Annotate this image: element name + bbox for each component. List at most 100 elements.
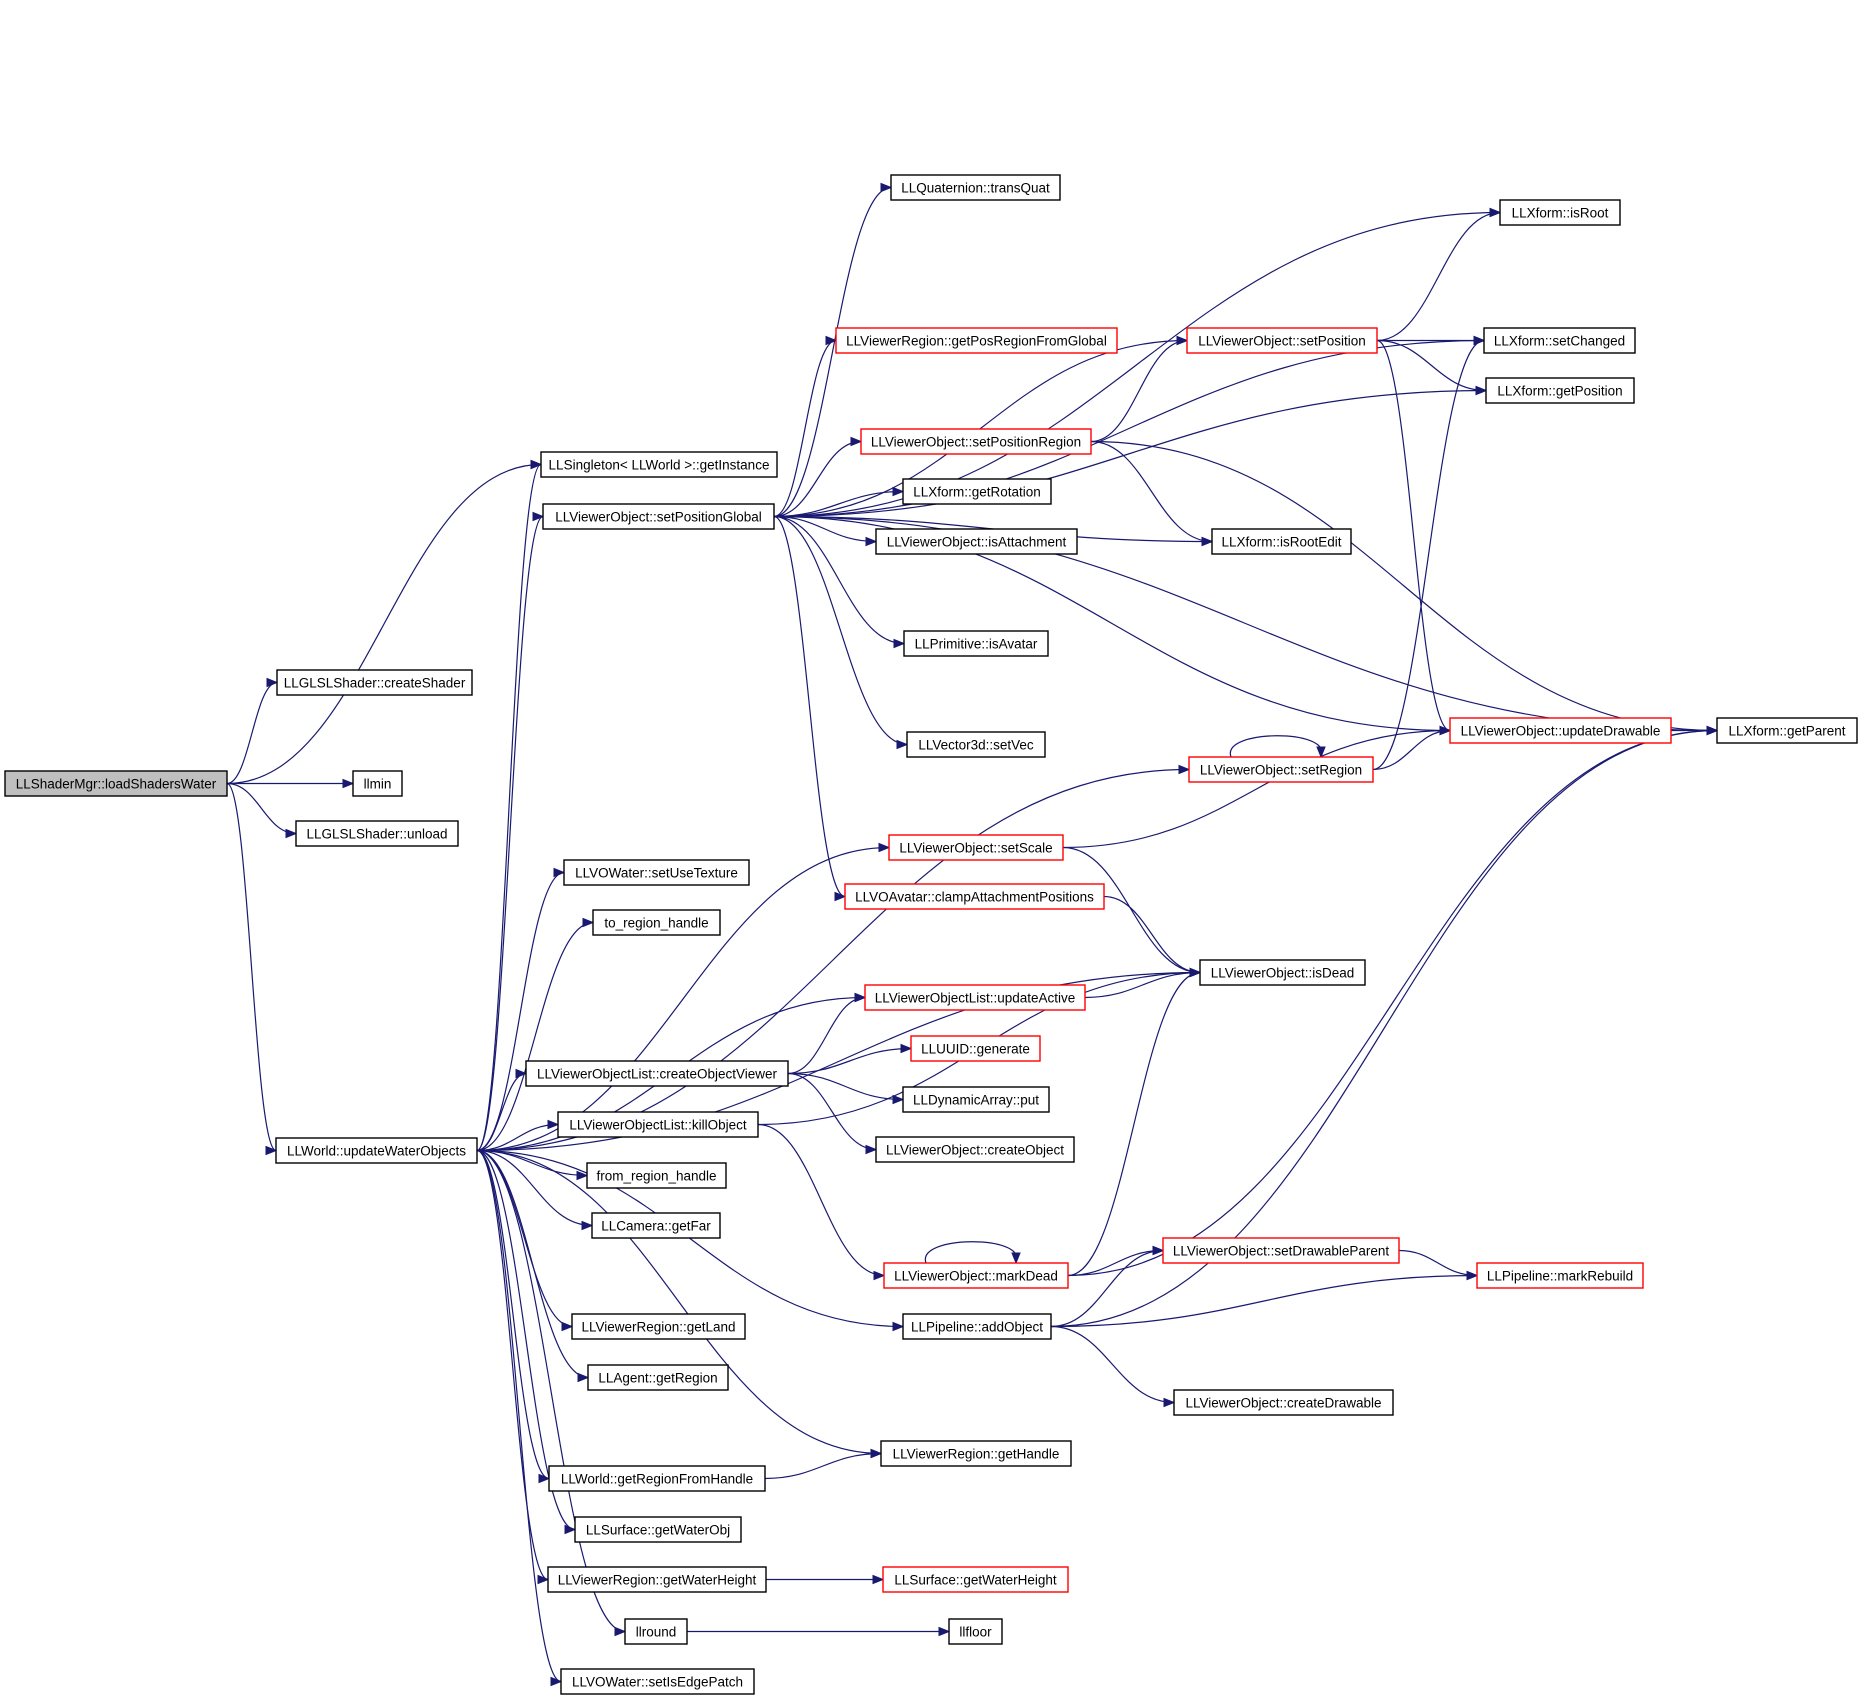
edge-set-position-global-to-trans-quat (773, 186, 892, 518)
node-surface-get-water-height[interactable]: LLSurface::getWaterHeight (882, 1566, 1069, 1593)
node-label: LLSingleton< LLWorld >::getInstance (549, 458, 770, 473)
node-set-position[interactable]: LLViewerObject::setPosition (1186, 327, 1378, 354)
node-create-object-viewer[interactable]: LLViewerObjectList::createObjectViewer (525, 1060, 789, 1087)
node-create-shader[interactable]: LLGLSLShader::createShader (276, 669, 473, 696)
node-box (1483, 327, 1636, 354)
node-mark-dead[interactable]: LLViewerObject::markDead (883, 1262, 1069, 1289)
edge-create-object-viewer-to-put-arrowhead (892, 1094, 905, 1105)
node-label: LLVOAvatar::clampAttachmentPositions (855, 890, 1094, 905)
node-update-active[interactable]: LLViewerObjectList::updateActive (864, 984, 1086, 1011)
edge-update-water-objects-to-from-region-handle-arrowhead (576, 1170, 589, 1181)
node-label: LLXform::setChanged (1494, 334, 1625, 349)
node-box (835, 327, 1118, 354)
edge-set-position-global-to-trans-quat-arrowhead (880, 182, 893, 193)
node-create-drawable[interactable]: LLViewerObject::createDrawable (1173, 1389, 1394, 1416)
edge-add-object-to-mark-rebuild-arrowhead (1466, 1270, 1479, 1281)
node-region-get-water-height[interactable]: LLViewerRegion::getWaterHeight (547, 1566, 767, 1593)
node-unload[interactable]: LLGLSLShader::unload (295, 820, 459, 847)
edge-root-to-update-water-objects (226, 782, 277, 1152)
node-label: LLPrimitive::isAvatar (915, 637, 1038, 652)
node-box (882, 1566, 1069, 1593)
edge-get-region-from-handle-to-get-handle-arrowhead (870, 1448, 883, 1459)
node-get-region[interactable]: LLAgent::getRegion (587, 1364, 729, 1391)
edge-update-water-objects-to-get-region-from-handle-arrowhead (538, 1473, 551, 1484)
node-generate[interactable]: LLUUID::generate (910, 1035, 1041, 1062)
edge-update-water-objects-to-region-get-water-height-arrowhead (537, 1574, 550, 1585)
node-box (586, 1162, 727, 1189)
edge-set-position-global-to-is-attachment (773, 515, 877, 543)
edge-region-get-water-height-to-surface-get-water-height-arrowhead (872, 1574, 885, 1585)
node-is-avatar[interactable]: LLPrimitive::isAvatar (903, 630, 1049, 657)
node-add-object[interactable]: LLPipeline::addObject (902, 1313, 1052, 1340)
node-update-drawable[interactable]: LLViewerObject::updateDrawable (1449, 717, 1672, 744)
node-get-far[interactable]: LLCamera::getFar (591, 1212, 721, 1239)
node-set-drawable-parent[interactable]: LLViewerObject::setDrawableParent (1162, 1237, 1400, 1264)
edge-mark-dead-to-is-dead-arrowhead (1189, 967, 1202, 978)
edge-update-water-objects-to-set-scale (476, 846, 890, 1152)
node-box (880, 1440, 1072, 1467)
node-clamp-attachment-positions[interactable]: LLVOAvatar::clampAttachmentPositions (844, 883, 1105, 910)
edge-update-water-objects-to-is-dead (476, 971, 1201, 1152)
edge-update-water-objects-to-region-get-water-height (476, 1149, 549, 1581)
node-box (860, 428, 1092, 455)
node-set-region[interactable]: LLViewerObject::setRegion (1188, 756, 1374, 783)
node-get-land[interactable]: LLViewerRegion::getLand (571, 1313, 746, 1340)
node-box (295, 820, 459, 847)
node-trans-quat[interactable]: LLQuaternion::transQuat (890, 174, 1061, 201)
node-label: LLPipeline::addObject (911, 1320, 1043, 1335)
node-set-vec[interactable]: LLVector3d::setVec (906, 731, 1046, 758)
node-llmin[interactable]: llmin (352, 770, 403, 797)
node-get-instance[interactable]: LLSingleton< LLWorld >::getInstance (540, 451, 778, 478)
edge-create-object-viewer-to-create-object-arrowhead (865, 1144, 878, 1155)
node-is-attachment[interactable]: LLViewerObject::isAttachment (875, 528, 1078, 555)
node-set-is-edge-patch[interactable]: LLVOWater::setIsEdgePatch (560, 1668, 755, 1695)
node-label: LLAgent::getRegion (598, 1371, 717, 1386)
node-box (844, 883, 1105, 910)
node-get-region-from-handle[interactable]: LLWorld::getRegionFromHandle (548, 1465, 766, 1492)
node-set-position-global[interactable]: LLViewerObject::setPositionGlobal (542, 503, 775, 530)
edge-update-water-objects-to-get-region (476, 1149, 589, 1379)
node-to-region-handle[interactable]: to_region_handle (592, 909, 721, 936)
edge-update-water-objects-to-add-object-arrowhead (892, 1321, 905, 1332)
node-get-pos-region-from-global[interactable]: LLViewerRegion::getPosRegionFromGlobal (835, 327, 1118, 354)
node-box (902, 478, 1052, 505)
edge-root-to-update-water-objects-arrowhead (265, 1145, 278, 1156)
node-llfloor[interactable]: llfloor (948, 1618, 1003, 1645)
node-label: LLViewerRegion::getHandle (893, 1447, 1060, 1462)
node-label: LLViewerObject::createObject (886, 1143, 1064, 1158)
node-kill-object[interactable]: LLViewerObjectList::killObject (557, 1111, 759, 1138)
node-update-water-objects[interactable]: LLWorld::updateWaterObjects (275, 1137, 478, 1164)
node-set-use-texture[interactable]: LLVOWater::setUseTexture (563, 859, 750, 886)
node-get-handle[interactable]: LLViewerRegion::getHandle (880, 1440, 1072, 1467)
node-root[interactable]: LLShaderMgr::loadShadersWater (4, 770, 228, 797)
node-label: LLViewerObject::setPosition (1198, 334, 1366, 349)
node-set-changed[interactable]: LLXform::setChanged (1483, 327, 1636, 354)
edge-mark-dead-to-mark-dead (925, 1241, 1017, 1264)
node-is-root[interactable]: LLXform::isRoot (1499, 199, 1621, 226)
node-get-water-obj[interactable]: LLSurface::getWaterObj (574, 1516, 742, 1543)
node-get-position[interactable]: LLXform::getPosition (1485, 377, 1635, 404)
node-box (591, 1212, 721, 1239)
edge-update-water-objects-to-llround (476, 1149, 626, 1633)
node-get-rotation[interactable]: LLXform::getRotation (902, 478, 1052, 505)
edge-set-position-global-to-get-rotation (773, 490, 904, 518)
node-llround[interactable]: llround (624, 1618, 688, 1645)
node-is-dead[interactable]: LLViewerObject::isDead (1199, 959, 1366, 986)
node-set-scale[interactable]: LLViewerObject::setScale (888, 834, 1064, 861)
node-from-region-handle[interactable]: from_region_handle (586, 1162, 727, 1189)
node-set-position-region[interactable]: LLViewerObject::setPositionRegion (860, 428, 1092, 455)
node-label: LLViewerObject::updateDrawable (1461, 724, 1661, 739)
edge-root-to-get-instance (226, 463, 542, 785)
node-box (548, 1465, 766, 1492)
edge-create-object-viewer-to-generate-arrowhead (900, 1043, 913, 1054)
edge-set-position-global-to-get-rotation-arrowhead (892, 486, 905, 497)
node-is-root-edit[interactable]: LLXform::isRootEdit (1211, 528, 1352, 555)
node-create-object[interactable]: LLViewerObject::createObject (875, 1136, 1075, 1163)
edge-update-water-objects-to-set-scale-arrowhead (878, 842, 891, 853)
edge-set-position-global-to-clamp-attachment-positions (773, 515, 846, 898)
node-get-parent[interactable]: LLXform::getParent (1716, 717, 1858, 744)
node-label: LLUUID::generate (921, 1042, 1030, 1057)
node-mark-rebuild[interactable]: LLPipeline::markRebuild (1476, 1262, 1644, 1289)
edge-add-object-to-set-drawable-parent (1050, 1249, 1164, 1328)
node-put[interactable]: LLDynamicArray::put (902, 1086, 1050, 1113)
